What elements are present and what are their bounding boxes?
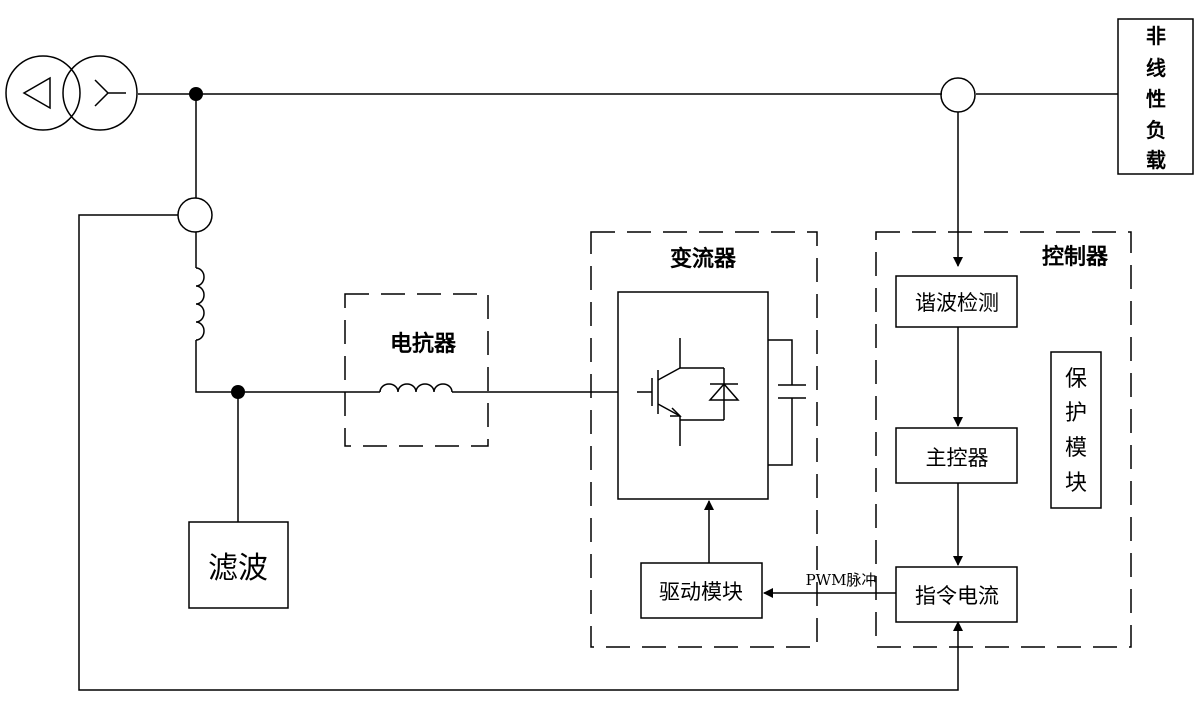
igbt-module-box — [617, 291, 769, 500]
compensation-current-sensor — [177, 197, 213, 233]
protection-module-char: 块 — [1065, 471, 1087, 496]
protection-module-box — [1050, 351, 1102, 509]
reactor-title: 电抗器 — [390, 331, 457, 357]
reactor-box — [344, 293, 489, 447]
inductor-icon — [195, 267, 205, 341]
drive-module-box — [640, 562, 763, 619]
protection-module-char: 模 — [1065, 436, 1087, 461]
branch-line — [195, 340, 345, 393]
transformer-symbol — [5, 55, 138, 131]
load-label-char: 载 — [1146, 148, 1166, 172]
feedback-signal-line — [78, 214, 963, 691]
harmonic-detection-label: 谐波检测 — [915, 291, 999, 315]
filter-label: 滤波 — [208, 551, 268, 586]
protection-module-char: 保 — [1065, 367, 1087, 392]
load-current-sensor — [940, 77, 976, 113]
converter-title: 变流器 — [670, 246, 737, 272]
protection-module-char: 护 — [1065, 401, 1087, 426]
main-controller-label: 主控器 — [926, 446, 989, 470]
command-current-box — [895, 566, 1018, 623]
load-label-char: 非 — [1146, 24, 1166, 48]
nonlinear-load-box — [1117, 18, 1194, 175]
drive-module-label: 驱动模块 — [659, 580, 743, 604]
harmonic-detection-box — [895, 275, 1018, 328]
controller-title: 控制器 — [1042, 244, 1109, 270]
filter-box — [188, 521, 289, 609]
reactor-inductor-icon — [379, 383, 453, 393]
load-label-char: 负 — [1146, 118, 1166, 142]
diode-icon — [708, 382, 740, 401]
pwm-signal-label: PWM脉冲 — [806, 571, 877, 589]
converter-box — [590, 231, 818, 648]
dc-capacitor-icon — [768, 339, 806, 466]
load-label-char: 性 — [1146, 87, 1166, 111]
main-controller-box — [895, 427, 1018, 484]
wye-winding-icon — [94, 79, 126, 107]
igbt-icon — [637, 338, 725, 446]
command-current-label: 指令电流 — [915, 584, 999, 608]
controller-box — [875, 231, 1132, 648]
load-label-char: 线 — [1146, 56, 1166, 80]
delta-winding-icon — [22, 76, 51, 110]
